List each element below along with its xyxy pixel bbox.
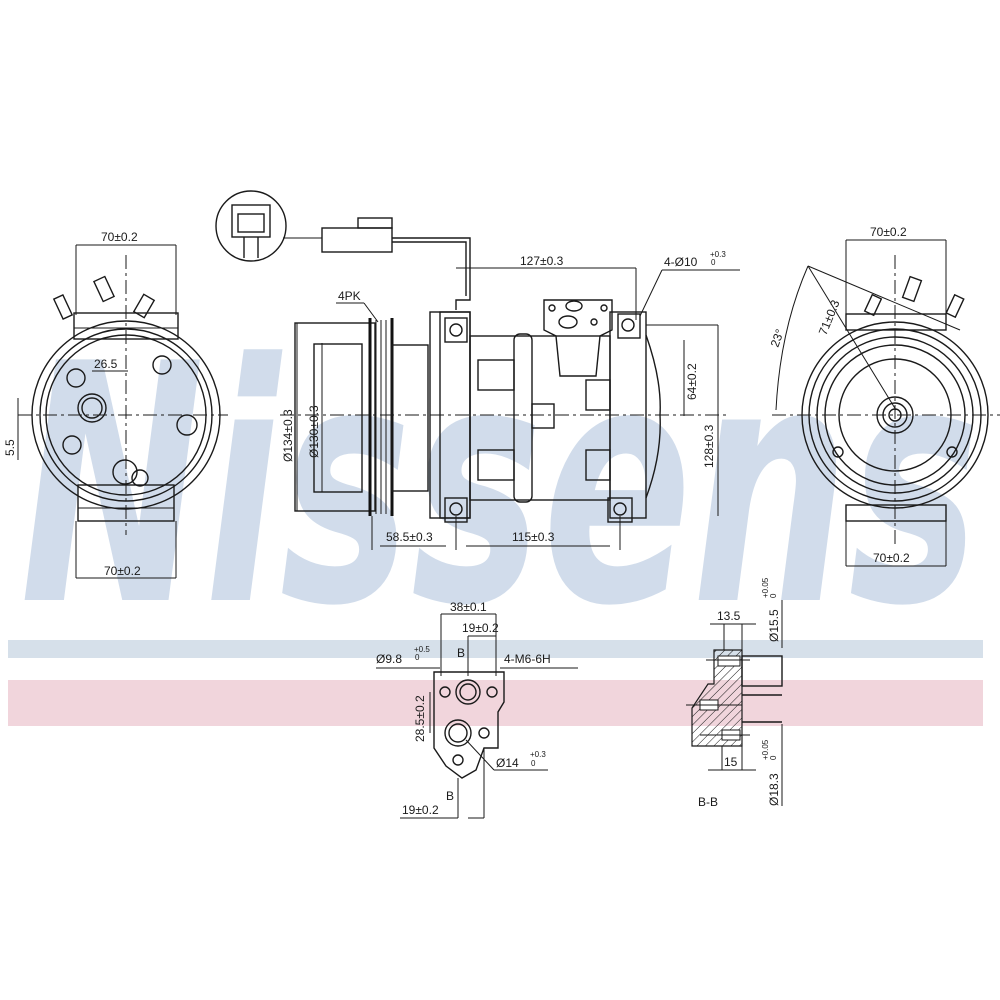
port-dia-dim: Ø9.8 [376,652,402,666]
port-vertical-dim: 28.5±0.2 [413,695,427,742]
svg-text:+0.3: +0.3 [710,250,726,259]
pulley-outer-dim: Ø134±0.3 [281,409,295,462]
svg-text:+0.05: +0.05 [761,577,770,598]
mount-height-dim: 64±0.2 [685,363,699,400]
right-end-view: 70±0.2 23° 71±0.3 70±0.2 [768,225,1000,567]
section-bottom-dia: Ø18.3 [767,773,781,806]
svg-text:0: 0 [711,258,716,267]
belt-label: 4PK [338,289,361,303]
side-length-mount: 127±0.3 [520,254,564,268]
right-bottom-width: 70±0.2 [873,551,910,565]
mount-span-dim: 115±0.3 [512,530,555,544]
svg-text:0: 0 [531,759,536,768]
right-angle: 23° [768,327,787,349]
connector-detail [215,190,471,310]
body-height-dim: 128±0.3 [702,424,716,468]
left-offset-dim: 26.5 [94,357,118,371]
left-bottom-width: 70±0.2 [104,564,141,578]
right-top-width: 70±0.2 [870,225,907,239]
port-detail-view: 38±0.1 19±0.2 B Ø9.8 +0.5 0 4-M6-6H 28.5… [376,600,578,819]
section-bottom-width: 15 [724,755,738,769]
section-mark-bottom: B [446,789,454,803]
svg-text:0: 0 [415,653,420,662]
section-top-dia: Ø15.5 [767,609,781,642]
port-width-dim: 38±0.1 [450,600,487,614]
svg-text:Nissens: Nissens [20,294,980,678]
svg-text:0: 0 [769,593,778,598]
port-half-width-dim: 19±0.2 [462,621,499,635]
left-end-view: 70±0.2 70±0.2 26.5 5.5 [3,230,228,579]
watermark-logo: Nissens [20,294,980,678]
side-holes: 4-Ø10 [664,255,698,269]
svg-text:+0.3: +0.3 [530,750,546,759]
left-side-dim: 5.5 [3,439,17,456]
section-top-width: 13.5 [717,609,741,623]
left-top-width: 70±0.2 [101,230,138,244]
port-bottom-offset: 19±0.2 [402,803,439,817]
outlet-dia-dim: Ø14 [496,756,519,770]
thread-dim: 4-M6-6H [504,652,551,666]
section-bb-view: 13.5 Ø15.5 +0.05 0 15 Ø18.3 +0.05 0 B-B [686,577,783,809]
svg-text:0: 0 [769,755,778,760]
red-stripe [8,680,983,726]
svg-text:+0.05: +0.05 [761,739,770,760]
pulley-inner-dim: Ø130±0.3 [307,405,321,458]
svg-text:+0.5: +0.5 [414,645,430,654]
section-mark-top: B [457,646,465,660]
pulley-offset-dim: 58.5±0.3 [386,530,433,544]
section-title: B-B [698,795,718,809]
side-view: 127±0.3 4-Ø10 +0.3 0 4PK [280,250,740,550]
